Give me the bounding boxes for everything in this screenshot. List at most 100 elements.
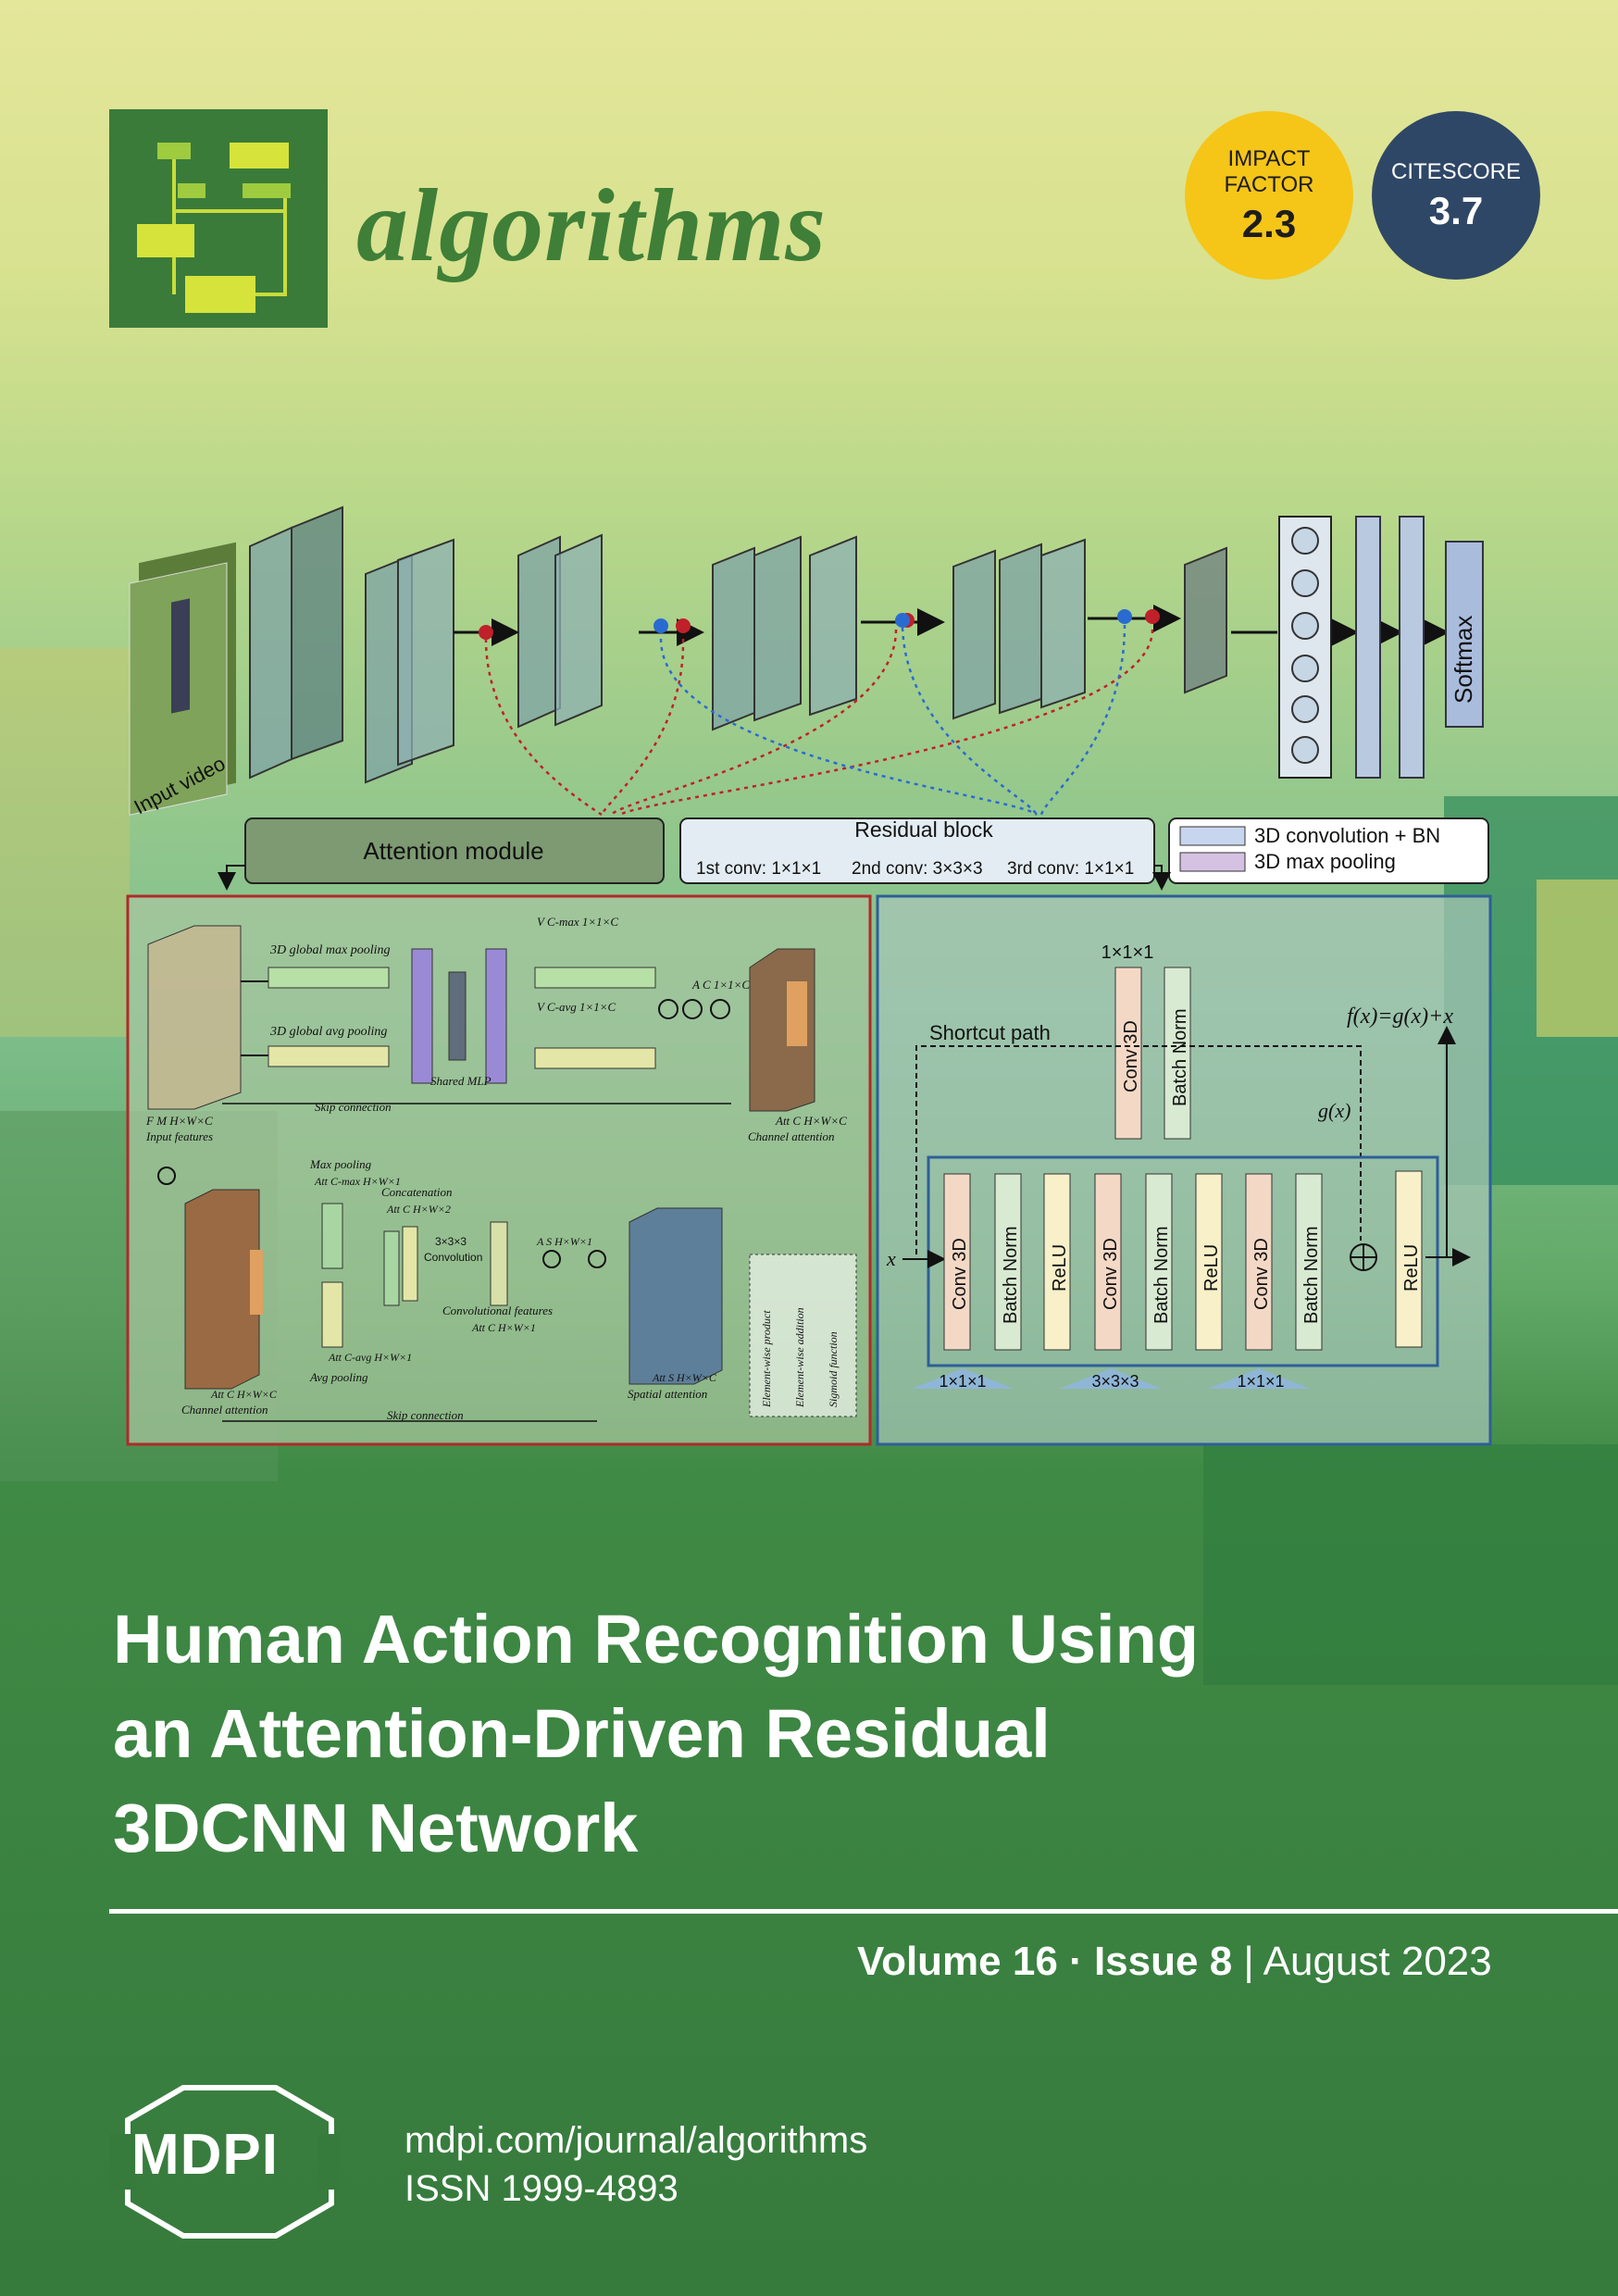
res-bn-1: Batch Norm	[1001, 1226, 1021, 1324]
softmax-layer	[1445, 541, 1484, 728]
issue-sep: ·	[1069, 1939, 1083, 1984]
res-top-conv3d: Conv 3D	[1121, 1020, 1141, 1092]
res-gx: g(x)	[1318, 1099, 1350, 1122]
att-skip-2: Skip connection	[387, 1408, 464, 1422]
att-input-features: Input features	[145, 1129, 213, 1143]
att-concatenation: Concatenation	[381, 1185, 453, 1199]
title-line-3: 3DCNN Network	[113, 1790, 639, 1866]
att-v-max: V C-max 1×1×C	[537, 915, 618, 929]
legend-conv-swatch	[1179, 826, 1246, 846]
att-avg-pool: 3D global avg pooling	[269, 1025, 387, 1039]
att-channel-attention: Channel attention	[748, 1129, 835, 1143]
res-kernel-1: 1×1×1	[939, 1372, 986, 1391]
bg-block	[1537, 880, 1618, 1037]
res-relu-1: ReLU	[1050, 1244, 1070, 1292]
article-title: Human Action Recognition Using an Attent…	[113, 1592, 1557, 1876]
conv-slab	[809, 535, 857, 717]
att-c-max: Att C-max H×W×1	[314, 1175, 401, 1188]
att-channel-attention-2: Channel attention	[181, 1403, 268, 1416]
att-convolution: Convolution	[424, 1251, 482, 1264]
impact-label-1: IMPACT	[1227, 146, 1311, 171]
att-shared-mlp: Shared MLP	[430, 1074, 492, 1088]
fc-layer	[1278, 516, 1332, 779]
res-conv3d-3: Conv 3D	[1251, 1238, 1272, 1310]
volume: Volume 16	[857, 1939, 1058, 1984]
journal-name: algorithms	[356, 168, 827, 283]
citescore-label: CITESCORE	[1390, 159, 1521, 184]
legend-conv-label: 3D convolution + BN	[1254, 824, 1440, 847]
att-a-s: A S H×W×1	[536, 1235, 592, 1248]
conv-slab	[712, 546, 755, 731]
res-kernel-3: 1×1×1	[1237, 1372, 1284, 1391]
conv1-label: 1st conv: 1×1×1	[696, 859, 821, 879]
att-conv333: 3×3×3	[435, 1235, 467, 1248]
impact-label-2: FACTOR	[1224, 172, 1314, 197]
att-conv-features: Convolutional features	[442, 1304, 553, 1317]
impact-factor-badge: IMPACT FACTOR 2.3	[1185, 111, 1353, 280]
conv-slab	[249, 526, 292, 780]
dense-layer	[1355, 516, 1381, 779]
citescore-value: 3.7	[1428, 189, 1484, 232]
conv2-label: 2nd conv: 3×3×3	[852, 859, 983, 879]
att-a-c: A C 1×1×C	[691, 978, 750, 992]
residual-panel-contents: 1×1×1 Conv 3D Batch Norm Shortcut path f…	[886, 942, 1471, 1391]
conv-slab	[1040, 538, 1086, 709]
attention-module-box	[244, 817, 665, 884]
journal-issn: ISSN 1999-4893	[404, 2168, 678, 2209]
legend-box	[1168, 817, 1489, 884]
att-leg-sigmoid: Sigmoid function	[827, 1331, 840, 1407]
res-kernel-2: 3×3×3	[1091, 1372, 1139, 1391]
res-relu-2: ReLU	[1201, 1244, 1222, 1292]
conv-slab	[753, 535, 802, 722]
conv-slab	[1184, 546, 1227, 694]
att-c-bottom: Att C H×W×C	[210, 1388, 278, 1401]
att-leg-product: Element-wise product	[760, 1310, 773, 1408]
res-shortcut-label: Shortcut path	[929, 1021, 1051, 1044]
att-c2: Att C H×W×2	[386, 1203, 451, 1216]
conv-slab	[952, 549, 996, 720]
att-max-pooling: Max pooling	[309, 1157, 372, 1171]
journal-logo	[109, 109, 328, 328]
legend-pool-swatch	[1179, 852, 1246, 872]
att-fm: F M H×W×C	[145, 1114, 213, 1128]
attention-module-label: Attention module	[363, 837, 543, 865]
conv-slab	[291, 505, 343, 761]
dense-layer	[1399, 516, 1425, 779]
res-bn-2: Batch Norm	[1151, 1226, 1172, 1324]
issue-date: August 2023	[1263, 1939, 1492, 1984]
att-spatial-attention: Spatial attention	[628, 1387, 707, 1401]
issue-info: Volume 16 · Issue 8 | August 2023	[857, 1939, 1492, 1985]
journal-url[interactable]: mdpi.com/journal/algorithms	[404, 2120, 868, 2161]
att-skip-1: Skip connection	[315, 1100, 392, 1114]
att-c-hwc: Att C H×W×C	[775, 1114, 847, 1128]
conv-slab	[517, 535, 561, 729]
issue-number: Issue 8	[1093, 1939, 1233, 1984]
network-diagram: Input video Softmax	[126, 505, 1492, 1446]
att-leg-addition: Element-wise addition	[793, 1307, 806, 1408]
conv-slab	[554, 533, 603, 727]
res-fx: f(x)=g(x)+x	[1347, 1004, 1453, 1029]
impact-value: 2.3	[1241, 202, 1297, 245]
res-x: x	[886, 1247, 896, 1270]
mdpi-logo-text: MDPI	[131, 2123, 279, 2187]
att-c1: Att C H×W×1	[471, 1321, 536, 1334]
conv-slab	[397, 538, 454, 767]
attention-panel-contents: 3D global max pooling 3D global avg pool…	[145, 915, 857, 1422]
title-rule	[109, 1909, 1618, 1914]
conv3-label: 3rd conv: 1×1×1	[1007, 859, 1134, 879]
att-max-pool: 3D global max pooling	[269, 943, 391, 957]
res-conv3d-1: Conv 3D	[950, 1238, 970, 1310]
title-line-1: Human Action Recognition Using	[113, 1601, 1200, 1678]
res-relu-4: ReLU	[1401, 1244, 1422, 1292]
journal-logo-icon	[137, 143, 291, 313]
legend-pool-label: 3D max pooling	[1254, 850, 1396, 873]
title-line-2: an Attention-Driven Residual	[113, 1695, 1051, 1772]
att-v-avg: V C-avg 1×1×C	[537, 1000, 616, 1014]
res-conv3d-2: Conv 3D	[1101, 1238, 1121, 1310]
att-c-avg: Att C-avg H×W×1	[328, 1351, 412, 1364]
bg-block	[1203, 1444, 1618, 1685]
res-top-kernel: 1×1×1	[1101, 942, 1154, 963]
input-video-frames	[129, 542, 236, 816]
citescore-badge: CITESCORE 3.7	[1372, 111, 1540, 280]
att-avg-pooling: Avg pooling	[309, 1370, 368, 1384]
